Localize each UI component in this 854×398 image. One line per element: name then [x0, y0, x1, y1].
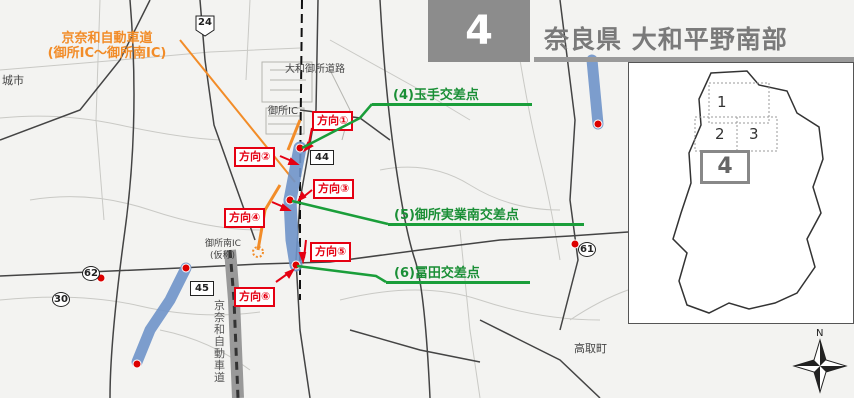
- compass-north-label: N: [816, 328, 824, 339]
- prefecture-inset-map: 1 2 3: [628, 62, 854, 324]
- vertical-char: 道: [214, 371, 225, 384]
- intersection-6-underline: [386, 281, 530, 284]
- route-61-sign: 61: [578, 242, 596, 257]
- place-takatori: 高取町: [574, 342, 607, 355]
- map-title: 奈良県 大和平野南部: [544, 25, 788, 54]
- route-45-sign: 45: [190, 281, 214, 296]
- vertical-char: 自: [214, 335, 225, 348]
- intersection-4-label: (4)玉手交差点: [393, 88, 479, 103]
- selected-area-4: 4: [700, 150, 750, 184]
- expressway-label: 京奈和自動車道 (御所IC～御所南IC): [2, 31, 212, 61]
- route-24-shield: 24: [198, 17, 212, 28]
- intersection-4-underline: [372, 103, 532, 106]
- intersection-6-label: (6)冨田交差点: [394, 266, 480, 281]
- place-road-name: 大和御所道路: [285, 64, 345, 75]
- direction-3-label: 方向③: [313, 179, 355, 199]
- route-30-sign: 30: [52, 292, 70, 307]
- expressway-vertical-label: 京 奈 和 自 動 車 道: [214, 300, 228, 384]
- direction-2-label: 方向②: [234, 147, 276, 167]
- direction-5-label: 方向⑤: [310, 242, 352, 262]
- intersection-5-underline: [388, 223, 584, 226]
- place-left-city: 城市: [2, 74, 24, 87]
- title-underline: [534, 57, 854, 62]
- route-62-sign: 62: [82, 266, 100, 281]
- expressway-section: (御所IC～御所南IC): [47, 46, 167, 61]
- place-gose-ic: 御所IC: [268, 106, 298, 117]
- vertical-char: 和: [214, 323, 225, 336]
- area-1-label: 1: [717, 93, 727, 111]
- area-2-label: 2: [715, 125, 725, 143]
- vertical-char: 車: [214, 359, 225, 372]
- route-44-sign: 44: [310, 150, 334, 165]
- vertical-char: 京: [214, 299, 225, 312]
- expressway-name: 京奈和自動車道: [61, 31, 153, 46]
- vertical-char: 動: [214, 347, 225, 360]
- vertical-char: 奈: [214, 311, 225, 324]
- intersection-5-label: (5)御所実業南交差点: [394, 208, 519, 223]
- place-gose-minami-ic: 御所南IC: [205, 239, 241, 249]
- area-3-label: 3: [749, 125, 759, 143]
- place-gose-minami-ic-note: (仮称): [210, 251, 236, 261]
- direction-6-label: 方向⑥: [234, 287, 276, 307]
- map-number-badge: 4: [428, 0, 530, 62]
- direction-4-label: 方向④: [224, 208, 266, 228]
